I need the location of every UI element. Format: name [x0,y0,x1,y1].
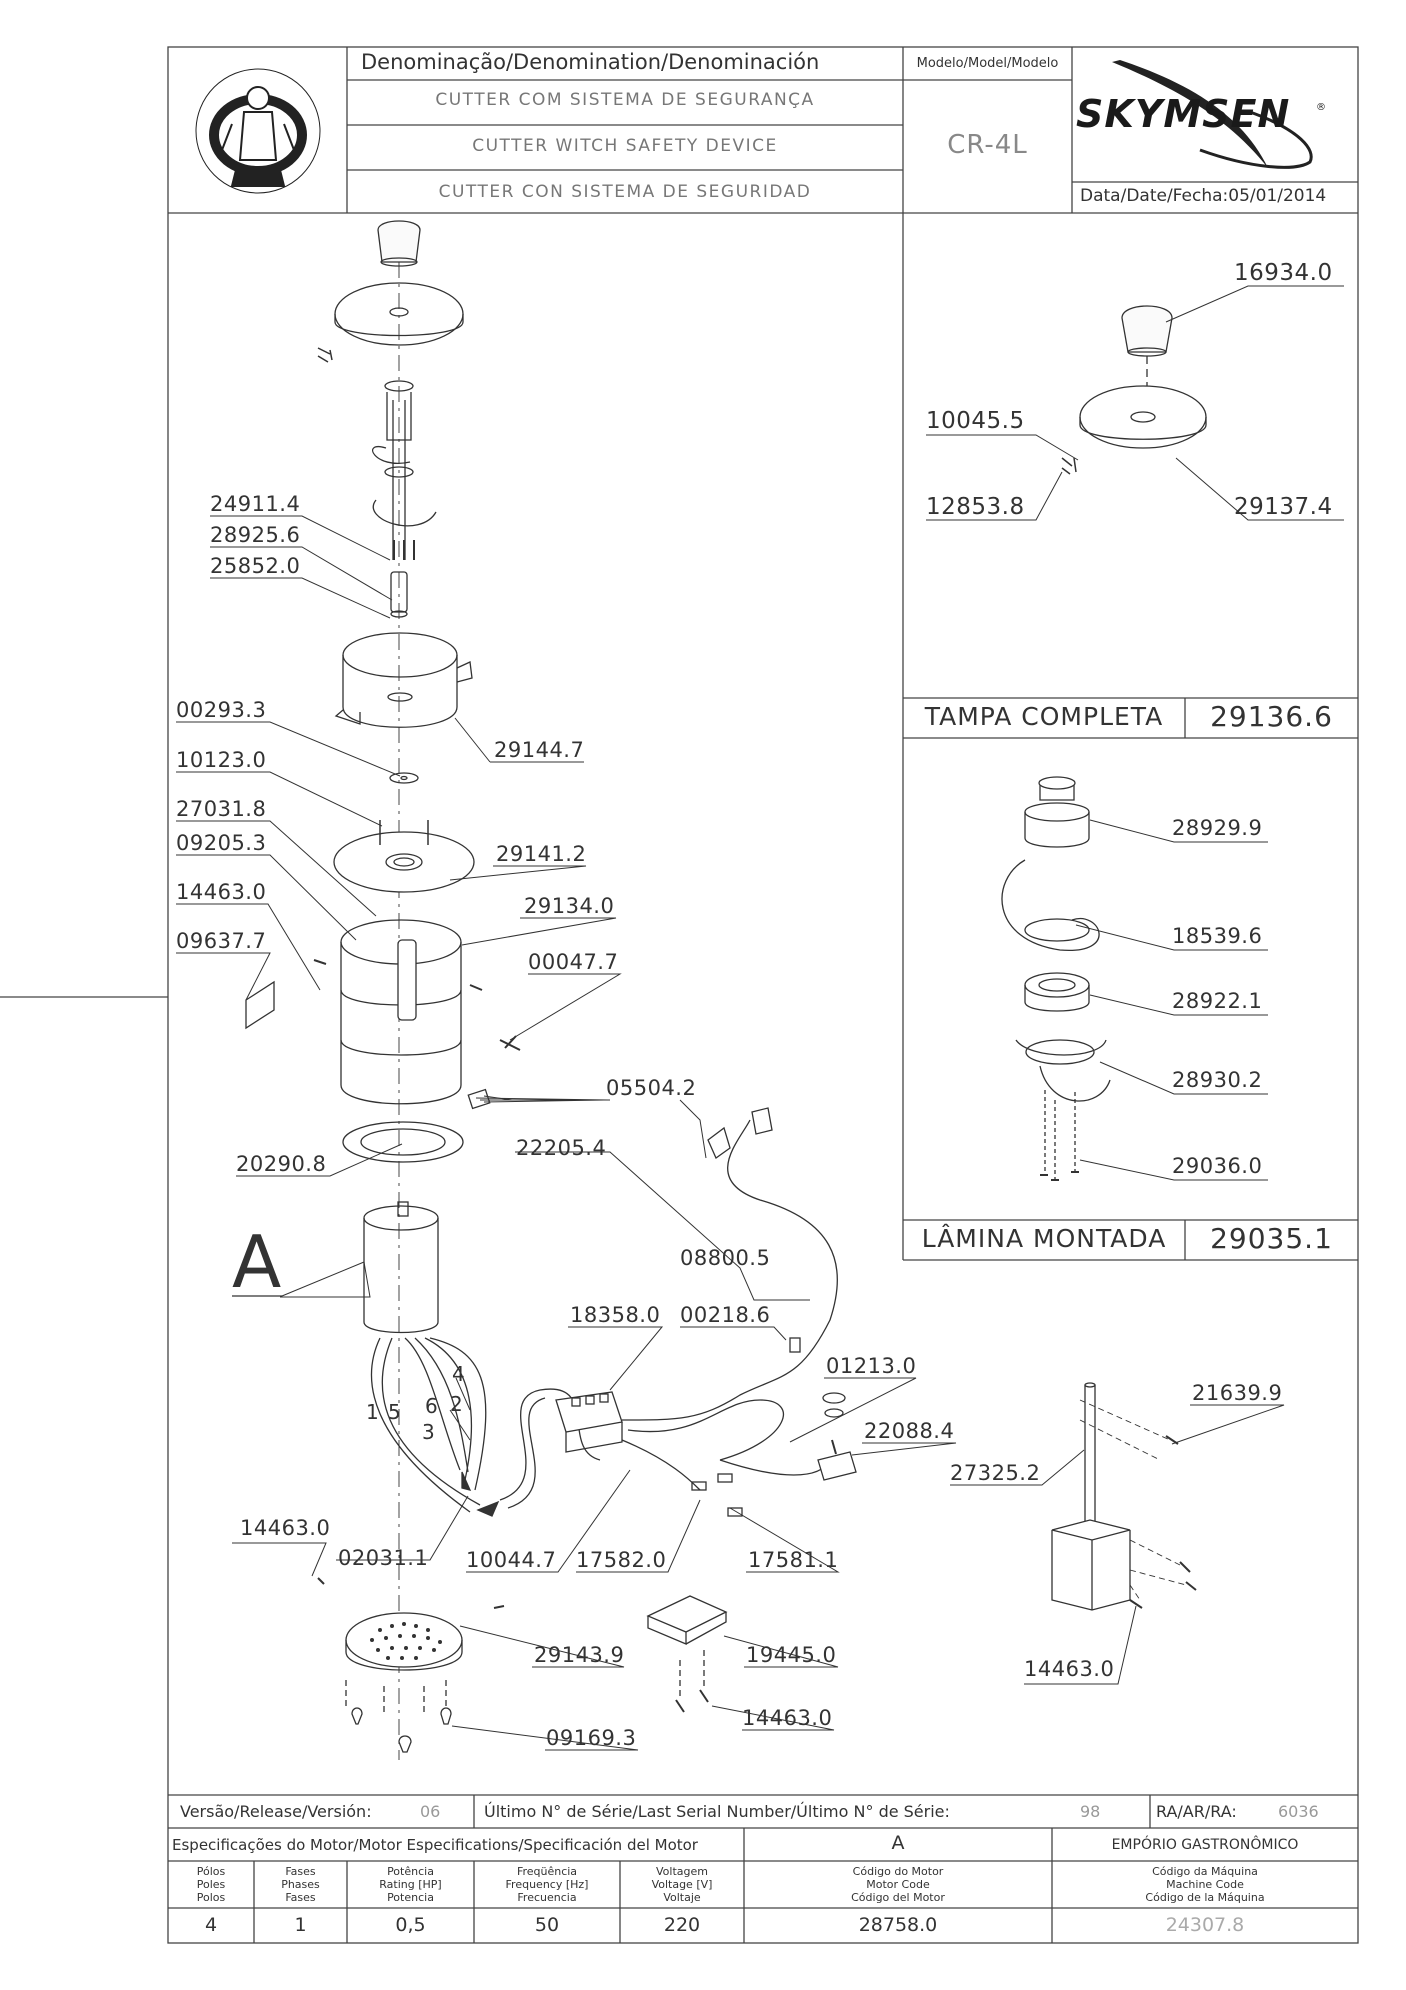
wire-number: 4 [452,1362,465,1386]
part-label: 14463.0 [742,1706,833,1730]
cover-part-label: 12853.8 [926,494,1025,520]
part-label: 22088.4 [864,1419,955,1443]
brand-swoosh [1112,60,1313,169]
blade-part-label: 18539.6 [1172,924,1263,948]
blade-assembly-title: LÂMINA MONTADA [921,1224,1167,1253]
part-label: 19445.0 [746,1643,837,1667]
part-label: 02031.1 [338,1546,429,1570]
part-label: 14463.0 [1024,1657,1115,1681]
voltage-value: 220 [663,1914,701,1936]
part-label: 10044.7 [466,1548,557,1572]
product-name-en: CUTTER WITCH SAFETY DEVICE [472,136,778,156]
part-label: 10123.0 [176,748,267,772]
blade-assembly-code: 29035.1 [1210,1222,1333,1255]
part-label: 00218.6 [680,1303,771,1327]
part-label: 01213.0 [826,1354,917,1378]
blade-part-label: 28922.1 [1172,989,1263,1013]
product-name-pt: CUTTER COM SISTEMA DE SEGURANÇA [435,90,815,110]
blade-part-label: 28929.9 [1172,816,1263,840]
frequency-value: 50 [534,1914,560,1936]
wire-number: 2 [450,1392,463,1416]
col-power: Potência Rating [HP] Potencia [379,1865,442,1904]
blade-part-label: 29036.0 [1172,1154,1263,1178]
col-motor-code: Código do Motor Motor Code Código del Mo… [851,1865,945,1904]
power-value: 0,5 [395,1914,426,1936]
part-label: 17582.0 [576,1548,667,1572]
motor-code-value: 28758.0 [858,1914,938,1936]
part-label: 29143.9 [534,1643,625,1667]
part-label: 20290.8 [236,1152,327,1176]
part-label: 05504.2 [606,1076,697,1100]
part-label: 25852.0 [210,554,301,578]
cover-part-label: 10045.5 [926,408,1025,434]
wire-number: 1 [366,1400,379,1424]
wire-number: 5 [388,1400,401,1424]
product-name-es: CUTTER CON SISTEMA DE SEGURIDAD [438,182,812,202]
cover-assembly-code: 29136.6 [1210,700,1333,733]
part-label: 29134.0 [524,894,615,918]
part-label: 29141.2 [496,842,587,866]
version-label: Versão/Release/Versión: [180,1802,372,1821]
brand-logo: SKYMSEN [1076,92,1291,136]
serial-label: Último N° de Série/Last Serial Number/Úl… [484,1802,950,1821]
part-label: 29144.7 [494,738,585,762]
phases-value: 1 [294,1914,307,1936]
date-label: Data/Date/Fecha:05/01/2014 [1080,186,1327,206]
part-label: 00047.7 [528,950,619,974]
motor-spec-letter: A [891,1832,905,1854]
part-label: 14463.0 [240,1516,331,1540]
model-label: Modelo/Model/Modelo [916,56,1059,71]
ra-value: 6036 [1278,1802,1319,1821]
blade-part-label: 28930.2 [1172,1068,1263,1092]
part-label: 24911.4 [210,492,301,516]
dealer-name: EMPÓRIO GASTRONÔMICO [1111,1837,1299,1853]
ra-label: RA/AR/RA: [1156,1802,1237,1821]
part-label: 27325.2 [950,1461,1041,1485]
part-label: 08800.5 [680,1246,771,1270]
version-value: 06 [420,1802,441,1821]
cover-assembly-title: TAMPA COMPLETA [924,702,1164,731]
part-label: 18358.0 [570,1303,661,1327]
registered-mark-icon: ® [1316,102,1326,113]
part-label: 00293.3 [176,698,267,722]
part-label: 09637.7 [176,929,267,953]
part-label: 09205.3 [176,831,267,855]
part-label: 21639.9 [1192,1381,1283,1405]
part-label: 14463.0 [176,880,267,904]
part-label: 27031.8 [176,797,267,821]
part-label: 17581.1 [748,1548,839,1572]
model-code: CR-4L [947,130,1028,160]
part-label: 28925.6 [210,523,301,547]
cover-part-label: 16934.0 [1234,260,1333,286]
col-machine-code: Código da Máquina Machine Code Código de… [1145,1865,1265,1904]
part-label: 22205.4 [516,1136,607,1160]
col-frequency: Freqüência Frequency [Hz] Frecuencia [505,1865,589,1904]
wire-number: 3 [422,1420,435,1444]
serial-value: 98 [1080,1802,1101,1821]
motor-letter: A [232,1220,282,1304]
poles-value: 4 [204,1914,218,1936]
col-voltage: Voltagem Voltage [V] Voltaje [651,1865,713,1904]
machine-code-value: 24307.8 [1165,1914,1245,1936]
outer-frame [167,46,1359,1944]
col-phases: Fases Phases Fases [281,1865,320,1904]
seal-logo [195,68,321,194]
cover-part-label: 29137.4 [1234,494,1333,520]
col-poles: Pólos Poles Polos [196,1865,226,1904]
denomination-label: Denominação/Denomination/Denominación [361,50,820,74]
wire-number: 6 [425,1394,438,1418]
motor-spec-label: Especificações do Motor/Motor Especifica… [172,1836,698,1854]
part-label: 09169.3 [546,1726,637,1750]
